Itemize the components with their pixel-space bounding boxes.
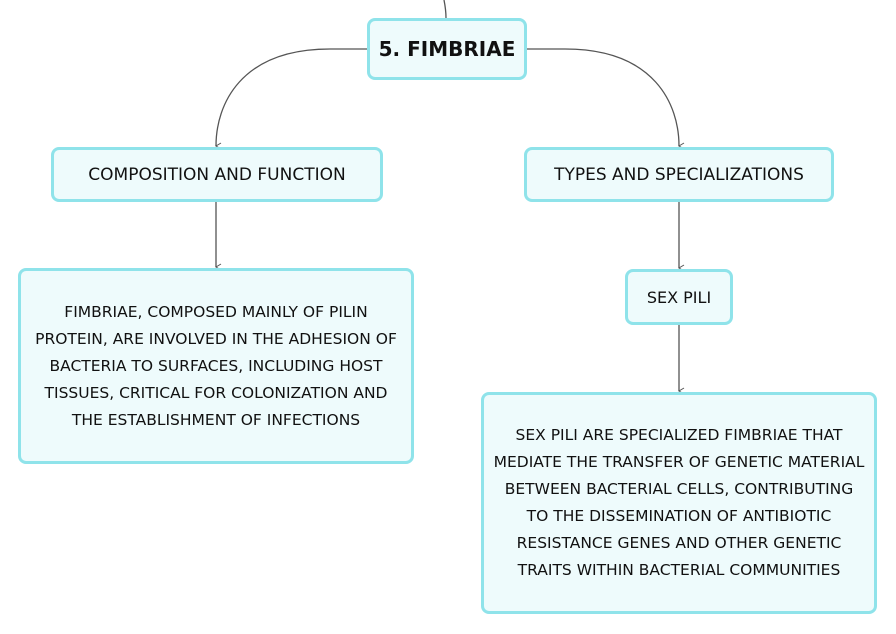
branch-label-types-specializations: TYPES AND SPECIALIZATIONS	[554, 164, 804, 185]
detail-node-sex-pili[interactable]: SEX PILI ARE SPECIALIZED FIMBRIAE THAT M…	[481, 392, 877, 614]
detail-text-composition: FIMBRIAE, COMPOSED MAINLY OF PILIN PROTE…	[35, 302, 397, 429]
subtopic-node-sex-pili[interactable]: SEX PILI	[625, 269, 733, 325]
connector-title-to-composition	[215, 48, 367, 150]
connector-parent-to-title	[443, 0, 447, 19]
detail-node-composition[interactable]: FIMBRIAE, COMPOSED MAINLY OF PILIN PROTE…	[18, 268, 414, 464]
branch-node-types-specializations[interactable]: TYPES AND SPECIALIZATIONS	[524, 147, 834, 202]
branch-label-composition-function: COMPOSITION AND FUNCTION	[88, 164, 346, 185]
connector-title-to-types	[527, 48, 685, 150]
central-topic-node[interactable]: 5. FIMBRIAE	[367, 18, 527, 80]
central-topic-label: 5. FIMBRIAE	[378, 37, 516, 61]
subtopic-label-sex-pili: SEX PILI	[646, 287, 712, 307]
branch-node-composition-function[interactable]: COMPOSITION AND FUNCTION	[51, 147, 383, 202]
detail-text-sex-pili: SEX PILI ARE SPECIALIZED FIMBRIAE THAT M…	[493, 426, 865, 579]
